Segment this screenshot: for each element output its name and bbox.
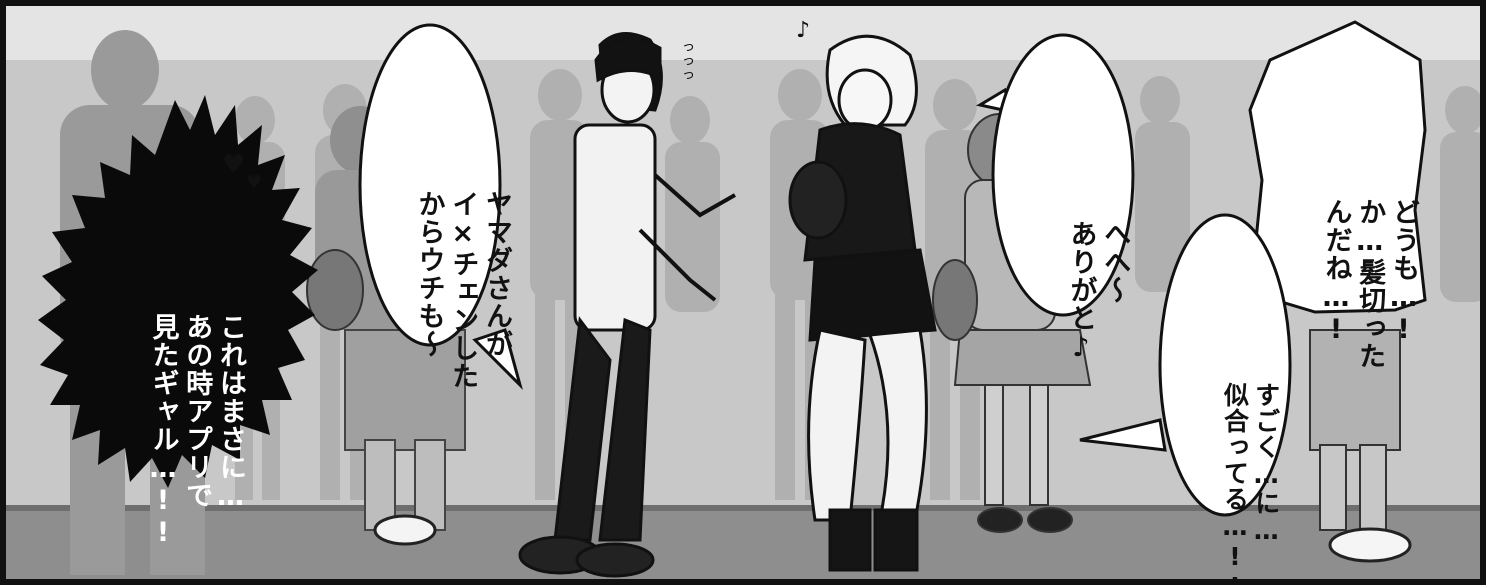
thought-burst-line-1: これはまさに… (215, 313, 246, 513)
thought-burst-text: これはまさに… あの時アプリで 見たギャル…!! (112, 185, 281, 549)
boy-character (518, 32, 736, 578)
speech-balloon-girl (975, 33, 1135, 317)
thought-burst (38, 95, 318, 488)
right-bottom-balloon-text: すごく…に… 似合ってる…!! (1188, 262, 1313, 585)
thought-burst-line-3: 見たギャル…!! (147, 313, 179, 549)
music-note-icon: ♪ (796, 18, 811, 43)
girl-balloon-text: へへ～ ありがと♪ (1030, 92, 1165, 364)
right-bottom-line-2: 似合ってる…!! (1220, 382, 1250, 585)
heart-icon: ♥ (222, 150, 246, 180)
boy-balloon-text: ヤマダさんが イ×チェンした からウチも～ (378, 62, 547, 390)
boy-balloon-line-2: イ×チェンした (447, 190, 479, 390)
girl-character (788, 34, 937, 572)
right-top-line-2: か…髪切った (1354, 198, 1386, 370)
right-top-line-1: どうも…! (1388, 198, 1419, 346)
floor (0, 505, 1486, 585)
boy-balloon-line-1: ヤマダさんが (481, 190, 512, 358)
girl-balloon-line-1: へへ～ (1099, 220, 1131, 304)
girl-balloon-line-2: ありがと♪ (1065, 220, 1097, 364)
right-top-line-3: んだね…! (1320, 198, 1352, 346)
right-bottom-line-1: すごく…に… (1251, 382, 1281, 546)
heart-icon: ♥ (246, 172, 263, 193)
speech-balloon-right-bottom (1079, 213, 1292, 517)
right-top-balloon-text: どうも…! か…髪切った んだね…! (1285, 70, 1454, 370)
speech-balloon-right-top (1248, 20, 1427, 314)
thought-burst-line-2: あの時アプリで (181, 313, 213, 509)
boy-balloon-line-3: からウチも～ (413, 190, 445, 358)
speech-balloon-boy (358, 23, 523, 391)
sweat-marks-icon: っっっ (678, 40, 694, 82)
background-man-right (1309, 329, 1412, 563)
